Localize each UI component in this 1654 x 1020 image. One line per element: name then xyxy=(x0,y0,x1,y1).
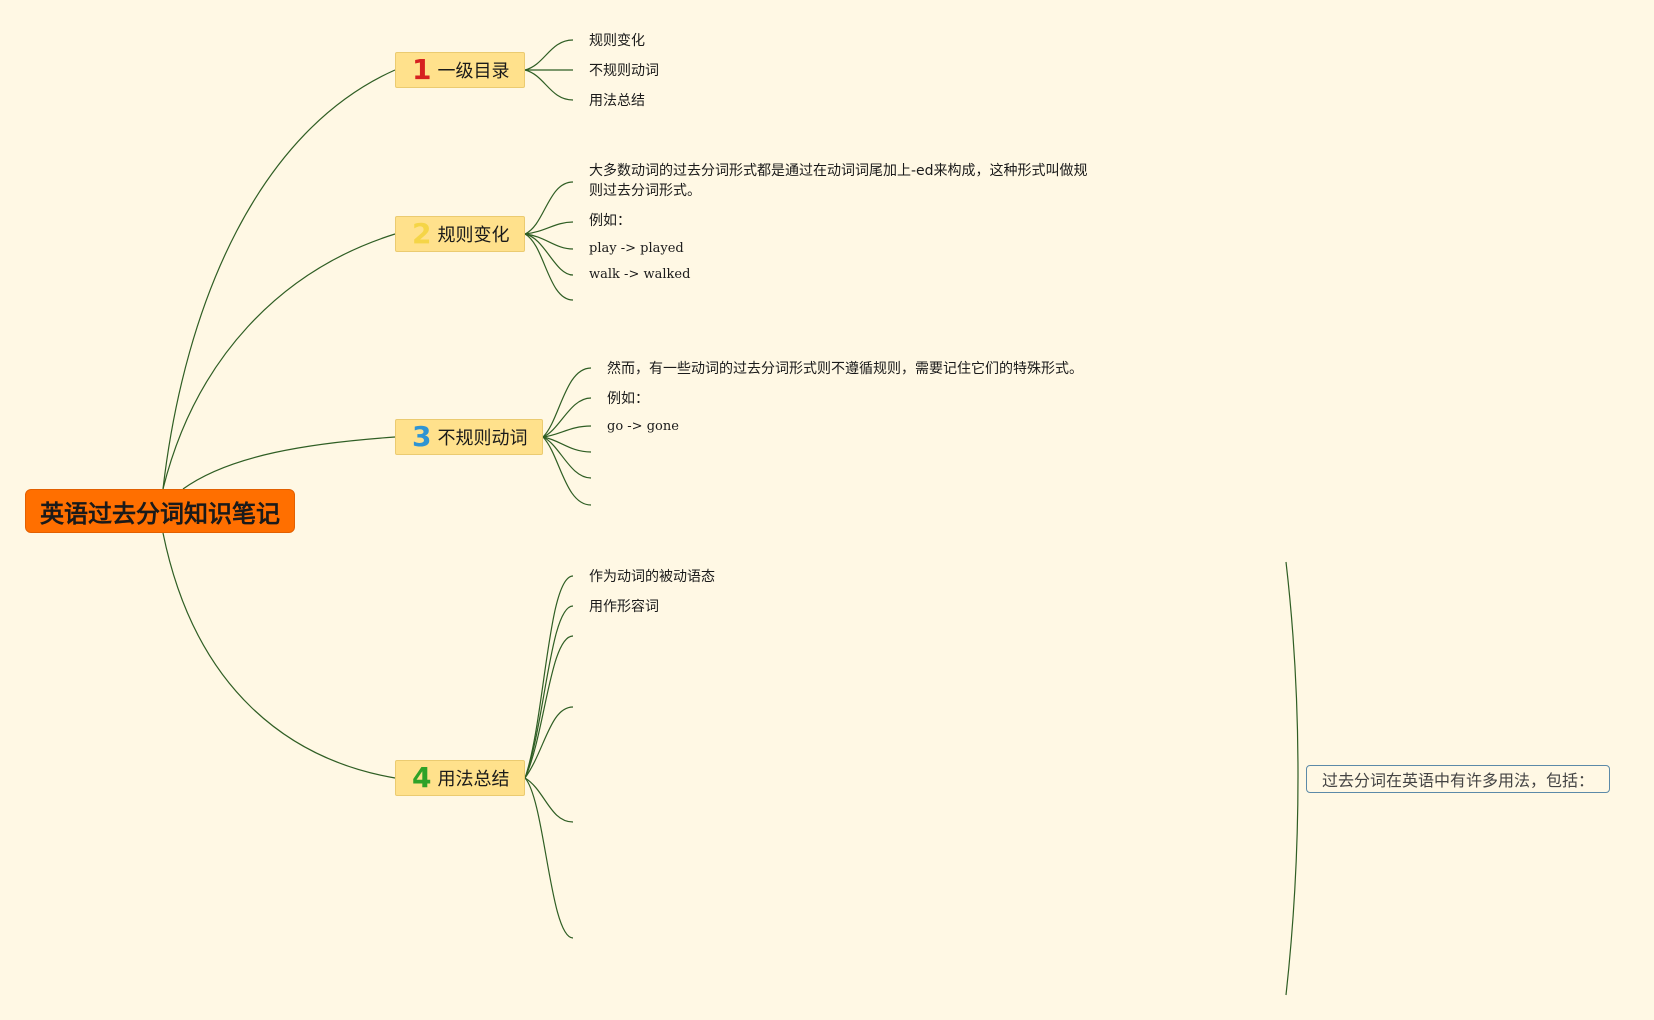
connector-t4-c1 xyxy=(524,575,574,779)
connector-t3-c4 xyxy=(542,436,592,453)
connector-t3-c2 xyxy=(542,397,592,438)
topic-2-label: 规则变化 xyxy=(437,225,510,246)
usage-callout-label: 过去分词在英语中有许多用法，包括： xyxy=(1321,771,1594,790)
connector-root-topic2 xyxy=(162,233,396,490)
topic-1-label: 一级目录 xyxy=(437,61,510,82)
t1-child-usage[interactable]: 用法总结 xyxy=(589,93,645,109)
t2-child-example-2[interactable]: walk -> walked xyxy=(589,267,691,282)
connector-t3-c6 xyxy=(542,436,592,506)
connector-t3-c1 xyxy=(542,367,592,438)
topic-4[interactable]: 4 用法总结 xyxy=(395,760,525,796)
topic-1[interactable]: 1 一级目录 xyxy=(395,52,525,88)
root-topic[interactable]: 英语过去分词知识笔记 xyxy=(25,489,295,533)
t3-child-description[interactable]: 然而，有一些动词的过去分词形式则不遵循规则，需要记住它们的特殊形式。 xyxy=(607,361,1083,377)
topic-2-number: 2 xyxy=(412,217,432,250)
connector-t3-c3 xyxy=(542,425,592,438)
callout-bracket xyxy=(1285,561,1299,996)
usage-callout[interactable]: 过去分词在英语中有许多用法，包括： xyxy=(1306,765,1610,793)
topic-2[interactable]: 2 规则变化 xyxy=(395,216,525,252)
t2-child-example-1[interactable]: play -> played xyxy=(589,241,684,256)
connector-t1-c1 xyxy=(524,39,574,71)
topic-3-label: 不规则动词 xyxy=(437,428,528,449)
connector-t2-c4 xyxy=(524,233,574,276)
topic-4-number: 4 xyxy=(412,761,432,794)
t2-child-example-label[interactable]: 例如： xyxy=(589,213,631,229)
connector-t1-c3 xyxy=(524,69,574,101)
connector-root-topic1 xyxy=(162,69,396,490)
connector-t2-c2 xyxy=(524,221,574,235)
t1-child-regular[interactable]: 规则变化 xyxy=(589,33,645,49)
connector-t4-c2 xyxy=(524,605,574,779)
topic-3-number: 3 xyxy=(412,420,432,453)
connector-root-topic4 xyxy=(162,532,396,779)
connector-t4-c6 xyxy=(524,777,574,939)
connector-t2-c5 xyxy=(524,233,574,301)
t4-child-passive[interactable]: 作为动词的被动语态 xyxy=(589,569,715,585)
t3-child-example-1[interactable]: go -> gone xyxy=(607,419,679,434)
connector-t4-c5 xyxy=(524,777,574,823)
connector-root-topic3 xyxy=(182,436,396,490)
root-topic-label: 英语过去分词知识笔记 xyxy=(40,499,280,528)
topic-4-label: 用法总结 xyxy=(437,769,510,790)
t4-child-adjective[interactable]: 用作形容词 xyxy=(589,599,659,615)
t1-child-irregular[interactable]: 不规则动词 xyxy=(589,63,659,79)
connector-t2-c3 xyxy=(524,233,574,250)
connector-t4-c4 xyxy=(524,706,574,779)
connector-t3-c5 xyxy=(542,436,592,479)
connector-t2-c1 xyxy=(524,181,574,235)
connector-t4-c3 xyxy=(524,635,574,779)
topic-3[interactable]: 3 不规则动词 xyxy=(395,419,543,455)
t2-child-description[interactable]: 大多数动词的过去分词形式都是通过在动词词尾加上-ed来构成，这种形式叫做规则过去… xyxy=(589,163,1088,199)
topic-1-number: 1 xyxy=(412,53,432,86)
t3-child-example-label[interactable]: 例如： xyxy=(607,391,649,407)
